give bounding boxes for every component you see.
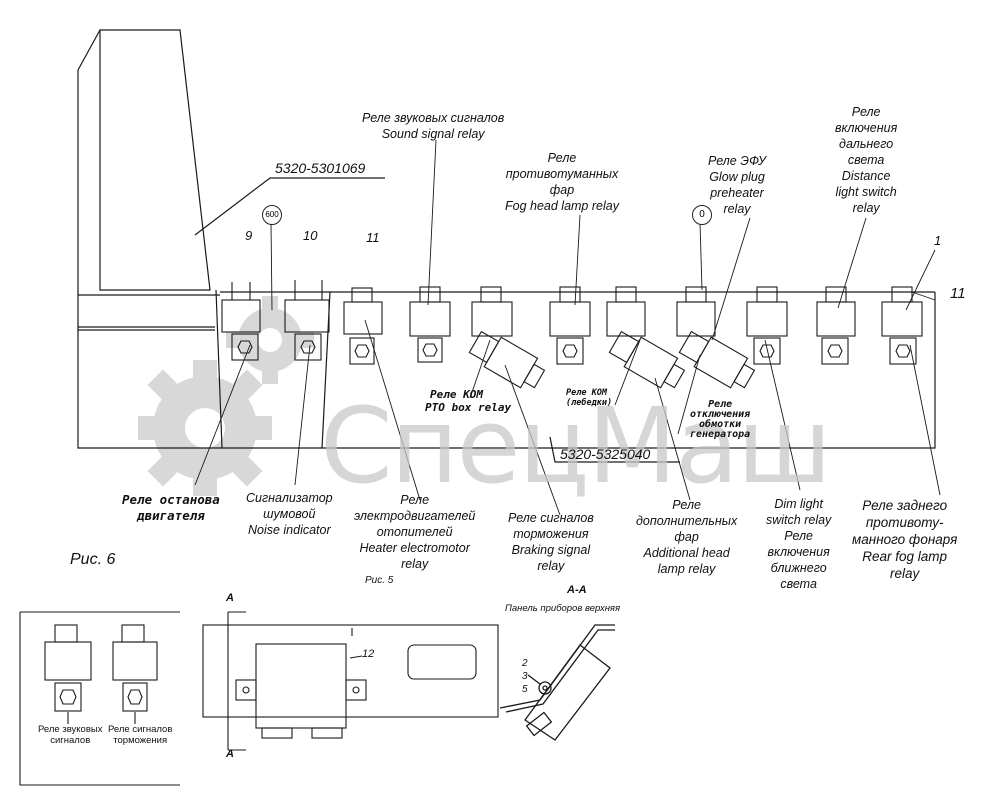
number-2: 2 [522, 658, 528, 669]
relay-gen-tilted [678, 330, 756, 389]
relay-additional-tilted [608, 330, 686, 389]
relay-braking-tilted [468, 330, 546, 389]
circle-600: 600 [262, 205, 282, 225]
relay-row [221, 280, 923, 389]
relay-glow [676, 286, 716, 337]
gear-hole-small [258, 328, 282, 352]
relay-11-heater [343, 287, 383, 365]
number-12: 12 [362, 648, 375, 660]
relay-fog [549, 286, 591, 365]
watermark-text: СпецМаш [320, 385, 832, 507]
section-a-bottom: A [226, 748, 234, 760]
relay-rear-fog [881, 286, 923, 365]
section-aa [499, 624, 615, 741]
label-winch-relay: Реле КОМ(лебедки) [566, 388, 613, 408]
number-11-right: 11 [950, 285, 966, 302]
section-a-top: A [226, 592, 234, 604]
number-11-left: 11 [366, 230, 380, 245]
caption-panel-upper: Панель приборов верхняя [505, 603, 621, 614]
caption-section-aa: А-А [567, 584, 587, 596]
watermark-gear-icon [138, 296, 314, 496]
relay-distance [816, 286, 856, 365]
number-3: 3 [522, 671, 528, 682]
gear-hole [185, 408, 225, 448]
relay-winch [606, 286, 646, 337]
caption-fig5: Рис. 5 [365, 575, 394, 586]
relay-9 [221, 282, 261, 361]
part-number-5320-5301069: 5320-5301069 [275, 160, 366, 176]
part-number-5320-5325040: 5320-5325040 [560, 446, 651, 462]
leader-5320-5301069 [194, 177, 385, 236]
number-1: 1 [934, 233, 942, 248]
number-9: 9 [245, 228, 253, 243]
circle-0: 0 [692, 205, 712, 225]
panel-body [77, 29, 936, 449]
relay-pto [471, 286, 513, 337]
drawing-fig5 [202, 611, 499, 751]
number-10: 10 [303, 228, 318, 243]
leader-lines [194, 139, 941, 516]
inset-fig6 [19, 611, 180, 786]
relay-sound [409, 286, 451, 363]
caption-fig6: Рис. 6 [70, 551, 116, 568]
leader-5320-5325040 [549, 436, 680, 463]
relay-dim [746, 286, 788, 365]
number-5: 5 [522, 684, 528, 695]
